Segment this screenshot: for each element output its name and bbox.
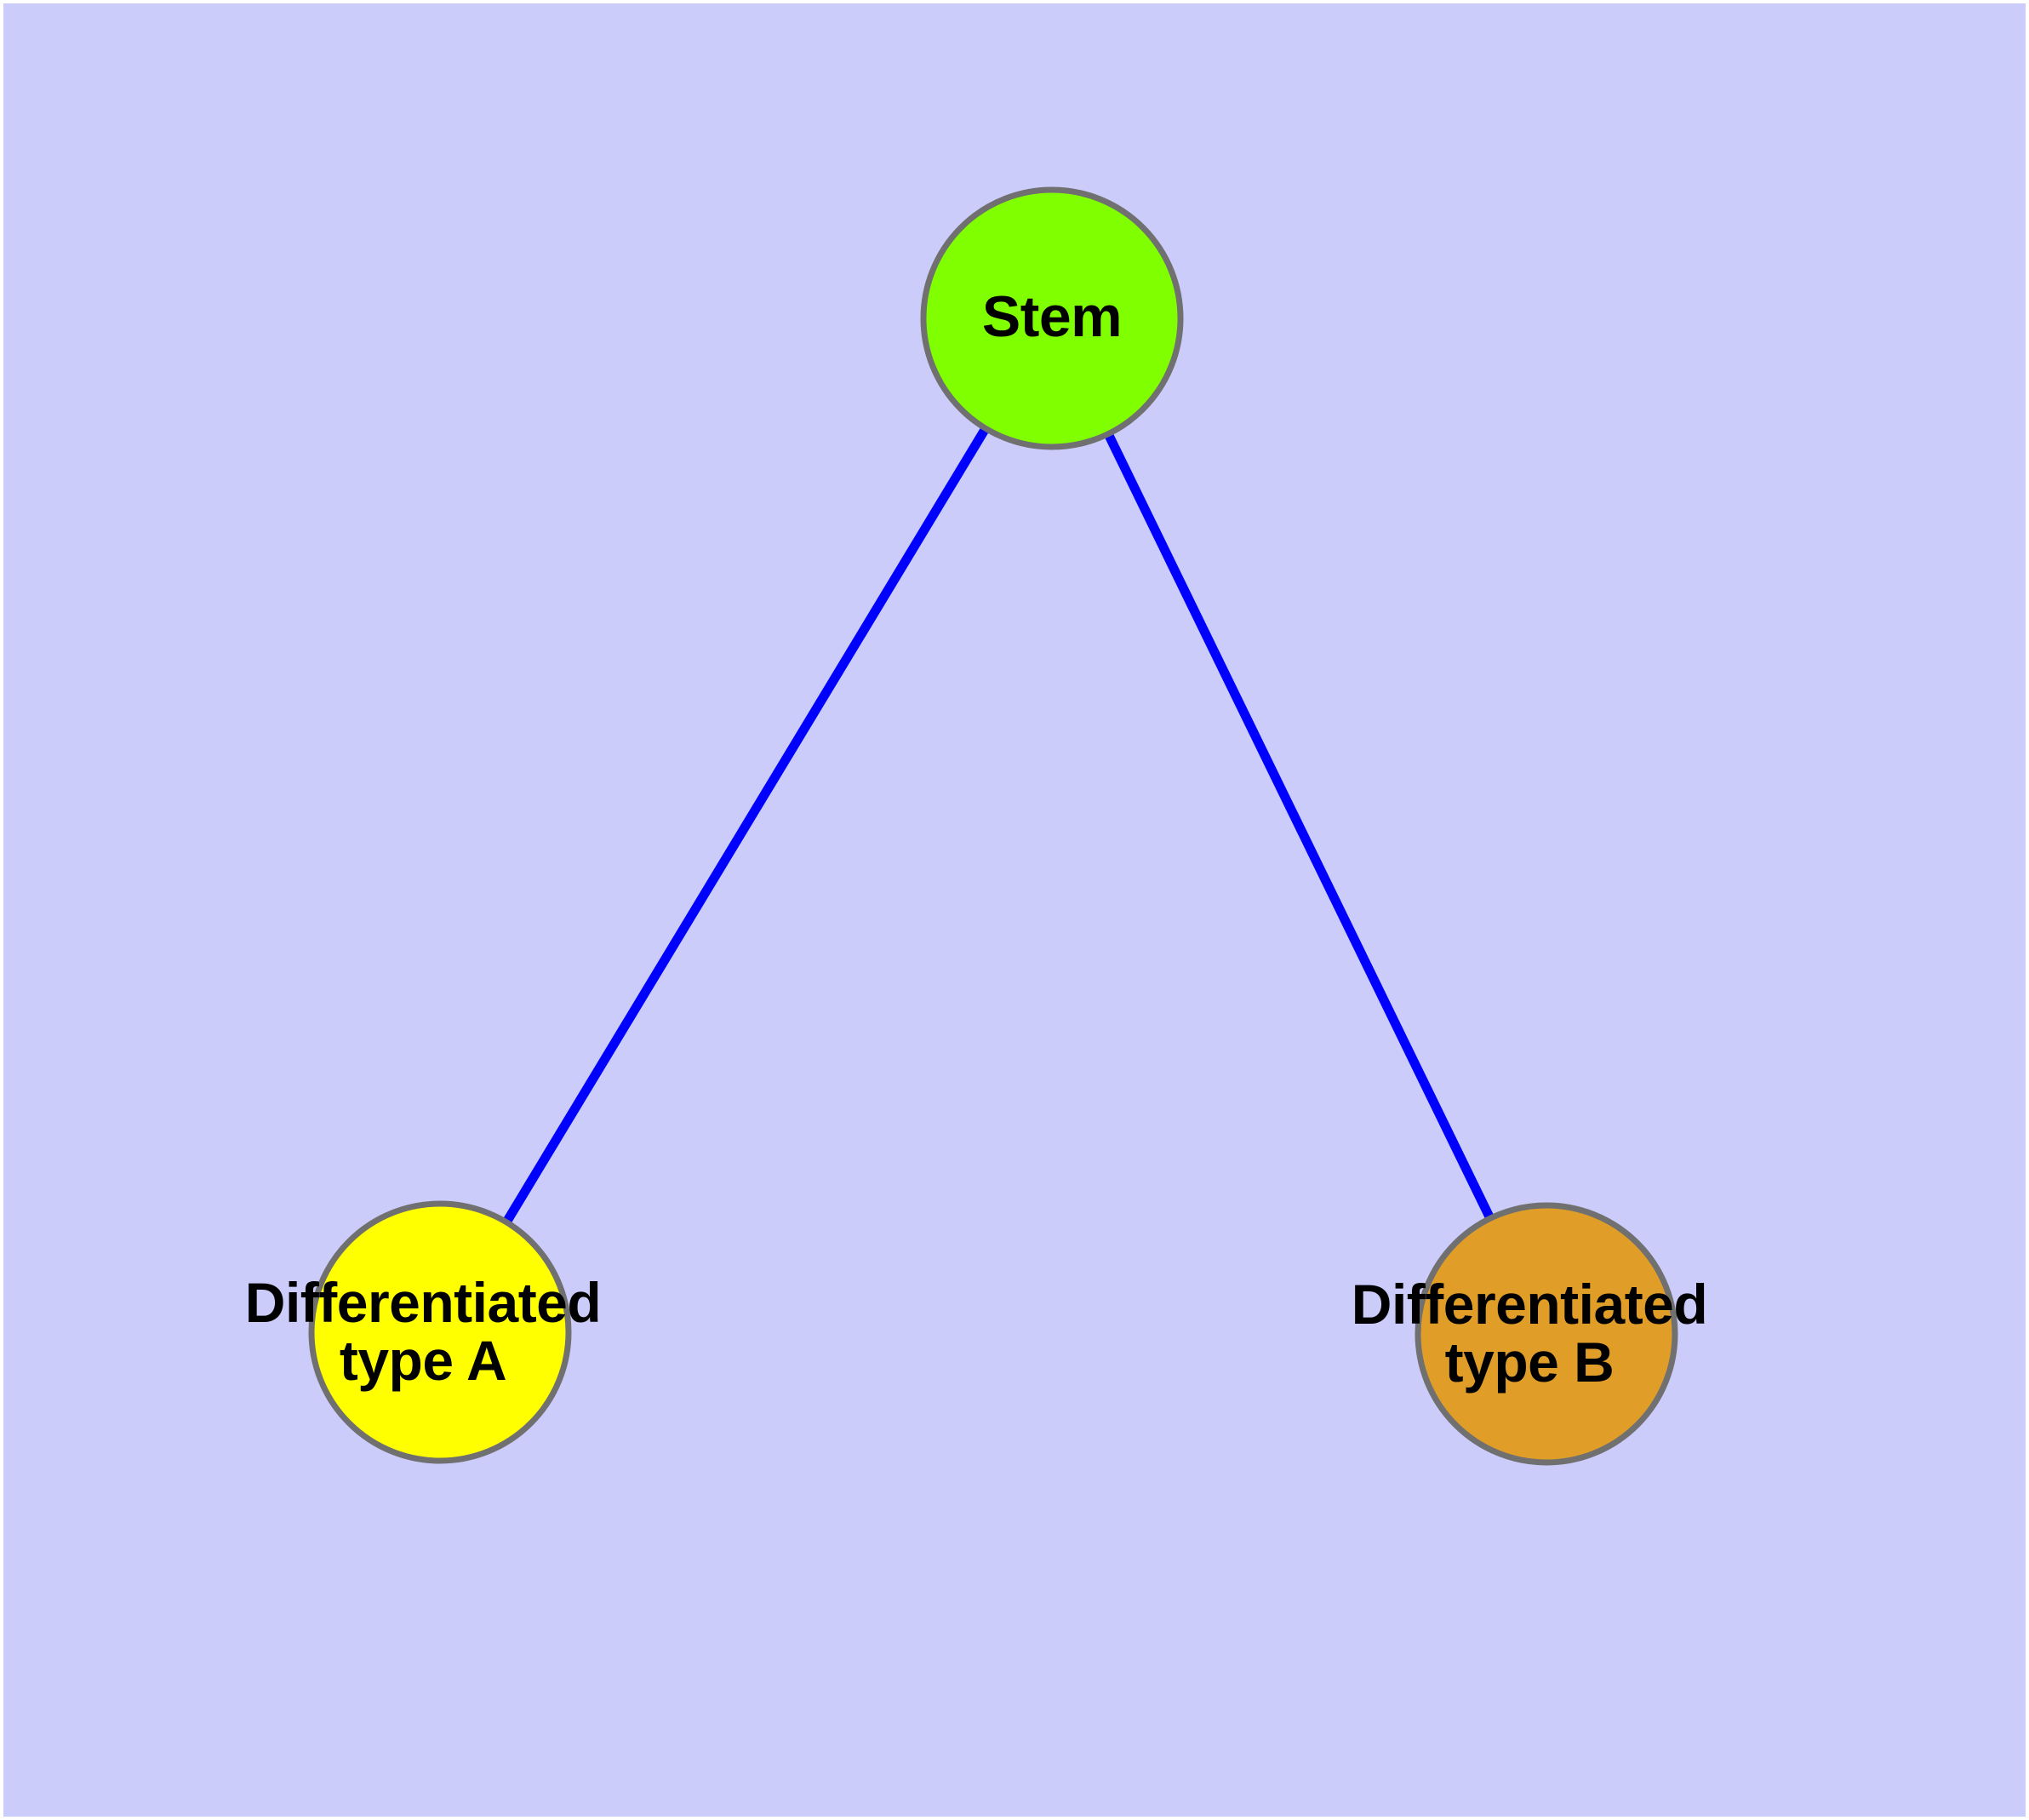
- nodes-group: [308, 186, 1678, 1466]
- node-circle-stem[interactable]: [920, 186, 1184, 450]
- edge-stem-diff-b: [1048, 316, 1551, 1336]
- node-circle-diff-b[interactable]: [1415, 1202, 1678, 1466]
- node-circle-diff-a[interactable]: [308, 1200, 572, 1464]
- edge-stem-diff-a: [436, 316, 1056, 1335]
- edges-group: [436, 316, 1551, 1336]
